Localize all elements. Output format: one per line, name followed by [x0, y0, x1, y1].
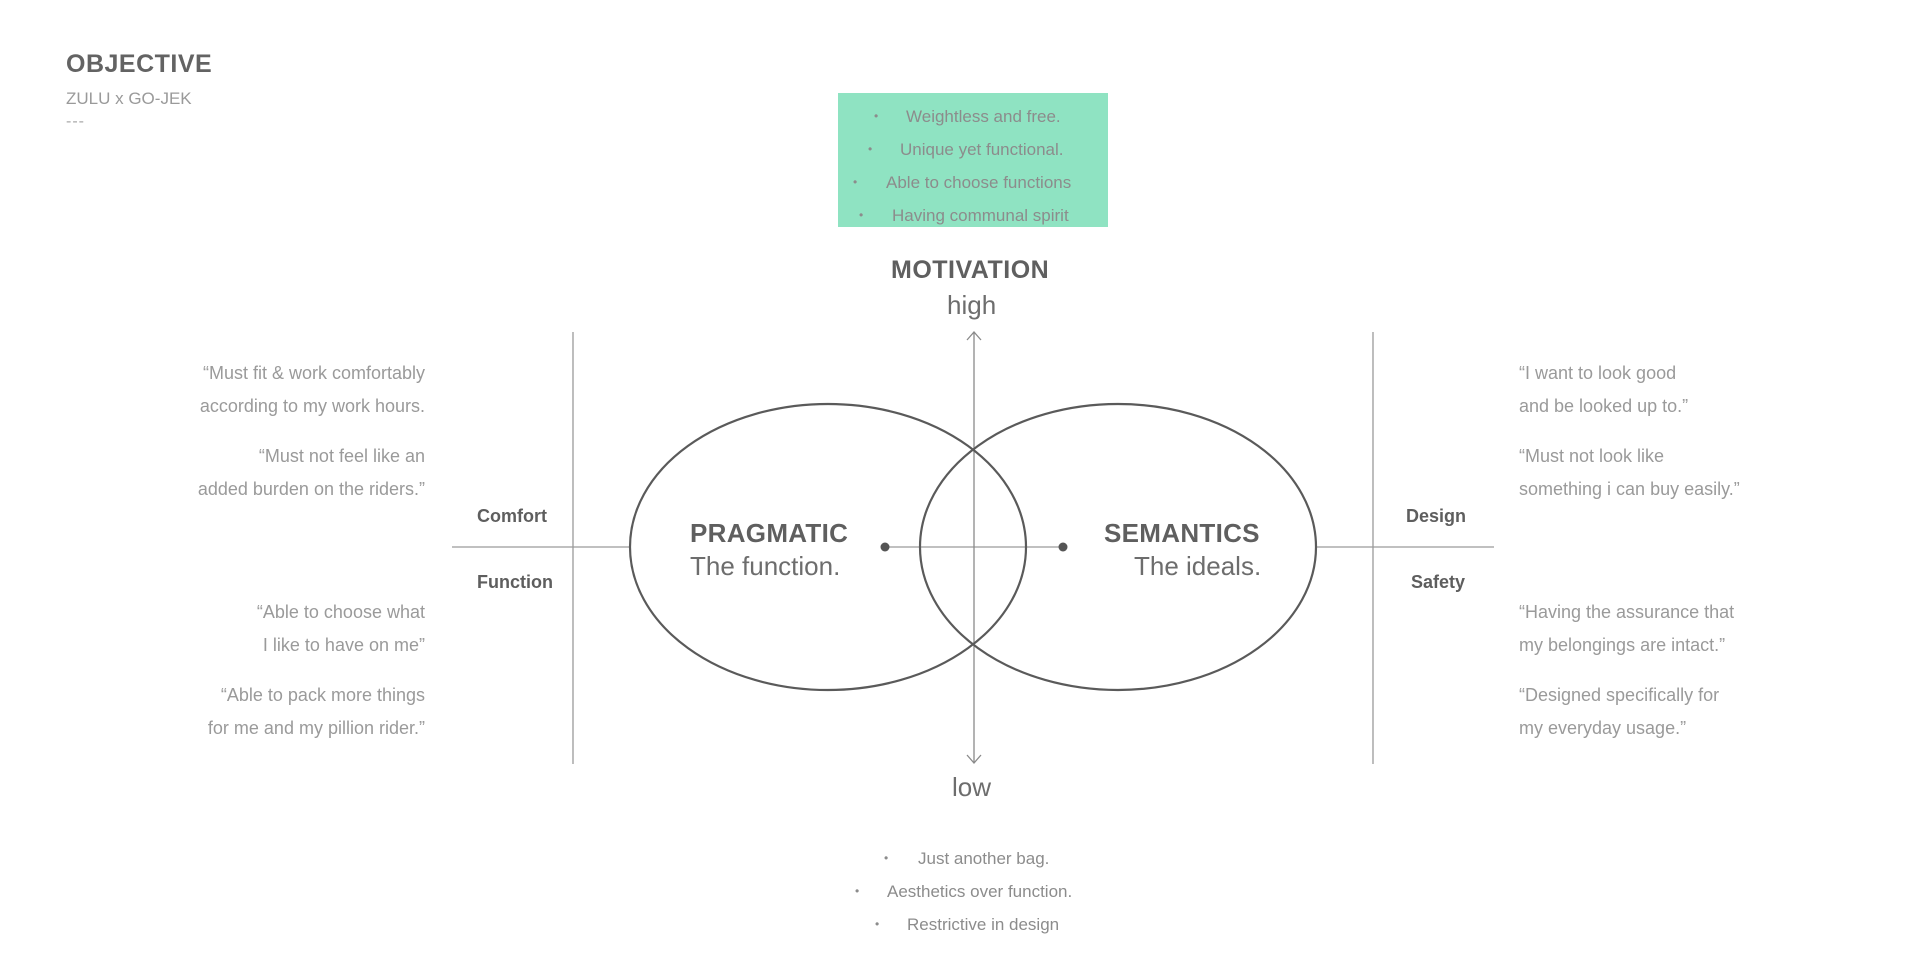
- list-item: • Restrictive in design: [838, 908, 1108, 941]
- quote-line: my everyday usage.”: [1519, 718, 1687, 738]
- quote-comfort-2: “Must not feel like an added burden on t…: [198, 440, 425, 506]
- arrow-up-icon: [966, 331, 982, 341]
- quote-line: “Designed specifically for: [1519, 685, 1720, 705]
- bullet-icon: •: [868, 142, 873, 156]
- list-item-text: Aesthetics over function.: [887, 882, 1073, 901]
- list-item-text: Restrictive in design: [907, 915, 1060, 934]
- list-item-text: Unique yet functional.: [900, 140, 1064, 159]
- quote-design-2: “Must not look like something i can buy …: [1519, 440, 1740, 506]
- pragmatic-ellipse: [628, 402, 1028, 692]
- quote-safety-1: “Having the assurance that my belongings…: [1519, 596, 1734, 662]
- page-divider-dashes: ---: [66, 113, 85, 130]
- page-title: OBJECTIVE: [66, 50, 213, 78]
- quote-line: for me and my pillion rider.”: [207, 718, 425, 738]
- semantics-subtitle: The ideals.: [1134, 551, 1262, 581]
- semantics-center-dot: [1058, 542, 1068, 552]
- quote-line: according to my work hours.: [199, 396, 425, 416]
- quote-line: “Able to pack more things: [220, 685, 425, 705]
- bullet-icon: •: [874, 109, 879, 123]
- pragmatic-title: PRAGMATIC: [690, 518, 849, 548]
- quote-line: “Must not feel like an: [258, 446, 425, 466]
- quote-function-1: “Able to choose what I like to have on m…: [257, 596, 425, 662]
- list-item-text: Weightless and free.: [906, 107, 1061, 126]
- list-item: • Weightless and free.: [838, 100, 1108, 133]
- pragmatic-center-dot: [880, 542, 890, 552]
- quote-comfort-1: “Must fit & work comfortably according t…: [200, 357, 425, 423]
- axis-low-label: low: [952, 772, 992, 802]
- bullet-icon: •: [853, 175, 858, 189]
- page-subtitle: ZULU x GO-JEK: [66, 89, 192, 108]
- quote-line: “Able to choose what: [256, 602, 425, 622]
- list-item: • Just another bag.: [838, 842, 1108, 875]
- list-item-text: Just another bag.: [918, 849, 1050, 868]
- bullet-icon: •: [859, 208, 864, 222]
- quote-line: “Must fit & work comfortably: [202, 363, 425, 383]
- quote-line: something i can buy easily.”: [1519, 479, 1740, 499]
- quote-line: my belongings are intact.”: [1519, 635, 1726, 655]
- page-header: OBJECTIVE ZULU x GO-JEK ---: [66, 50, 212, 131]
- bullet-icon: •: [884, 851, 889, 865]
- function-label: Function: [477, 572, 553, 592]
- list-item: • Unique yet functional.: [838, 133, 1108, 166]
- arrow-down-icon: [966, 754, 982, 764]
- quote-safety-2: “Designed specifically for my everyday u…: [1519, 679, 1719, 745]
- quote-line: added burden on the riders.”: [197, 479, 425, 499]
- pragmatic-subtitle: The function.: [690, 551, 841, 581]
- high-motivation-box: • Weightless and free. • Unique yet func…: [838, 93, 1108, 227]
- semantics-ellipse: [918, 402, 1318, 692]
- bullet-icon: •: [875, 917, 880, 931]
- motivation-axis-title: MOTIVATION: [891, 256, 1050, 284]
- list-item: • Aesthetics over function.: [838, 875, 1108, 908]
- quote-line: “Having the assurance that: [1519, 602, 1735, 622]
- axis-high-label: high: [947, 290, 997, 320]
- quote-function-2: “Able to pack more things for me and my …: [208, 679, 425, 745]
- list-item: • Able to choose functions: [838, 166, 1108, 199]
- quote-line: “Must not look like: [1519, 446, 1665, 466]
- design-label: Design: [1406, 506, 1467, 526]
- bullet-icon: •: [855, 884, 860, 898]
- comfort-label: Comfort: [477, 506, 547, 526]
- quote-line: I like to have on me”: [262, 635, 425, 655]
- quote-line: and be looked up to.”: [1519, 396, 1689, 416]
- list-item: • Having communal spirit: [838, 199, 1108, 232]
- list-item-text: Able to choose functions: [886, 173, 1072, 192]
- semantics-title: SEMANTICS: [1104, 518, 1260, 548]
- low-motivation-list: • Just another bag. • Aesthetics over fu…: [838, 842, 1108, 941]
- quote-line: “I want to look good: [1519, 363, 1677, 383]
- quote-design-1: “I want to look good and be looked up to…: [1519, 357, 1688, 423]
- safety-label: Safety: [1411, 572, 1466, 592]
- list-item-text: Having communal spirit: [892, 206, 1069, 225]
